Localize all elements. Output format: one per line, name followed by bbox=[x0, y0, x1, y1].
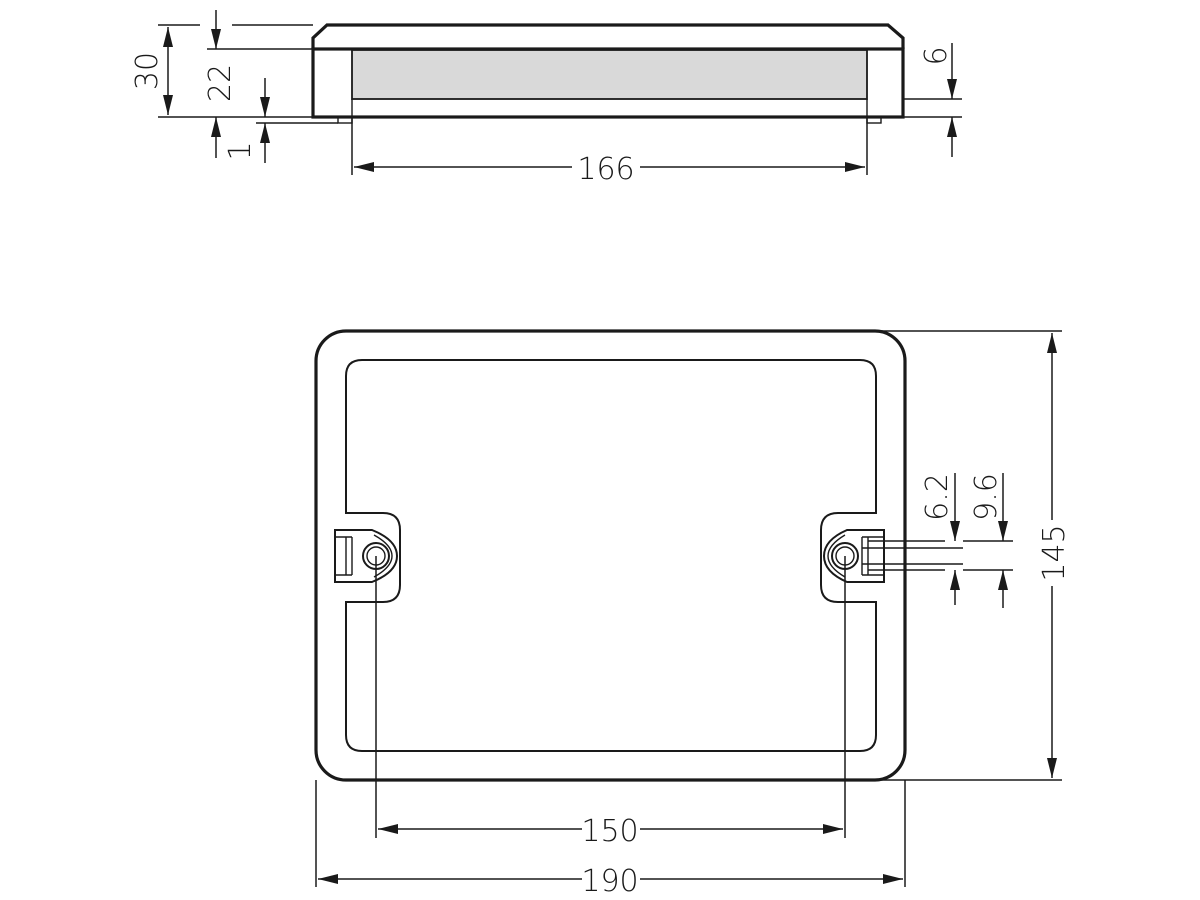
dim-inner-width: 166 bbox=[577, 152, 634, 187]
top-view: 145 6.2 9.6 150 190 bbox=[314, 329, 1072, 899]
body-outline bbox=[311, 47, 905, 119]
inner-panel bbox=[345, 359, 877, 752]
dim-overall-height: 145 bbox=[1037, 524, 1072, 581]
side-window bbox=[351, 49, 868, 100]
dim-slot-inner: 6.2 bbox=[920, 473, 955, 521]
dim-window-offset: 6 bbox=[919, 46, 954, 65]
side-view: 30 22 1 6 166 bbox=[130, 10, 962, 187]
lid-outline bbox=[311, 23, 905, 49]
right-fastener bbox=[822, 529, 885, 583]
dim-overall-width: 190 bbox=[581, 864, 638, 899]
left-fastener bbox=[334, 529, 399, 583]
dim-body-height: 22 bbox=[203, 64, 238, 102]
dim-slot-outer: 9.6 bbox=[969, 473, 1004, 521]
dim-foot-height: 1 bbox=[223, 141, 258, 160]
dim-hole-spacing: 150 bbox=[581, 814, 638, 849]
dim-total-height: 30 bbox=[130, 52, 165, 90]
outer-frame bbox=[314, 329, 907, 782]
